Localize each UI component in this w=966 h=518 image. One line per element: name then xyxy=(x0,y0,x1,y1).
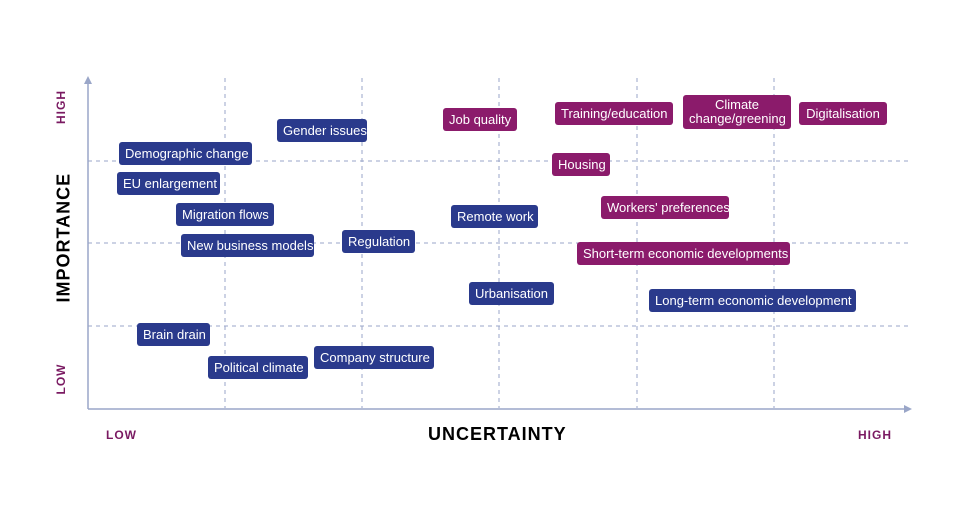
y-axis-high-label: HIGH xyxy=(54,90,68,124)
chip-job-quality: Job quality xyxy=(443,108,517,131)
y-axis-arrow xyxy=(84,76,92,84)
chip-short-term-economic-developments: Short-term economic developments xyxy=(577,242,790,265)
x-axis-arrow xyxy=(904,405,912,413)
chip-gender-issues: Gender issues xyxy=(277,119,367,142)
x-axis-low-label: LOW xyxy=(106,428,137,442)
chip-new-business-models: New business models xyxy=(181,234,314,257)
x-axis-high-label: HIGH xyxy=(858,428,892,442)
chip-housing: Housing xyxy=(552,153,610,176)
chip-urbanisation: Urbanisation xyxy=(469,282,554,305)
axes xyxy=(84,76,912,413)
chip-demographic-change: Demographic change xyxy=(119,142,252,165)
chip-digitalisation: Digitalisation xyxy=(799,102,887,125)
chip-political-climate: Political climate xyxy=(208,356,308,379)
chip-long-term-economic-development: Long-term economic development xyxy=(649,289,856,312)
chip-climate-change-greening: Climate change/greening xyxy=(683,95,791,129)
y-axis-title: IMPORTANCE xyxy=(53,172,74,303)
chip-training-education: Training/education xyxy=(555,102,673,125)
chip-brain-drain: Brain drain xyxy=(137,323,210,346)
y-axis-low-label: LOW xyxy=(54,363,68,395)
chip-remote-work: Remote work xyxy=(451,205,538,228)
chip-workers-preferences: Workers' preferences xyxy=(601,196,730,219)
chip-migration-flows: Migration flows xyxy=(176,203,274,226)
chip-company-structure: Company structure xyxy=(314,346,434,369)
chip-eu-enlargement: EU enlargement xyxy=(117,172,220,195)
chip-regulation: Regulation xyxy=(342,230,415,253)
x-axis-title: UNCERTAINTY xyxy=(428,424,567,444)
